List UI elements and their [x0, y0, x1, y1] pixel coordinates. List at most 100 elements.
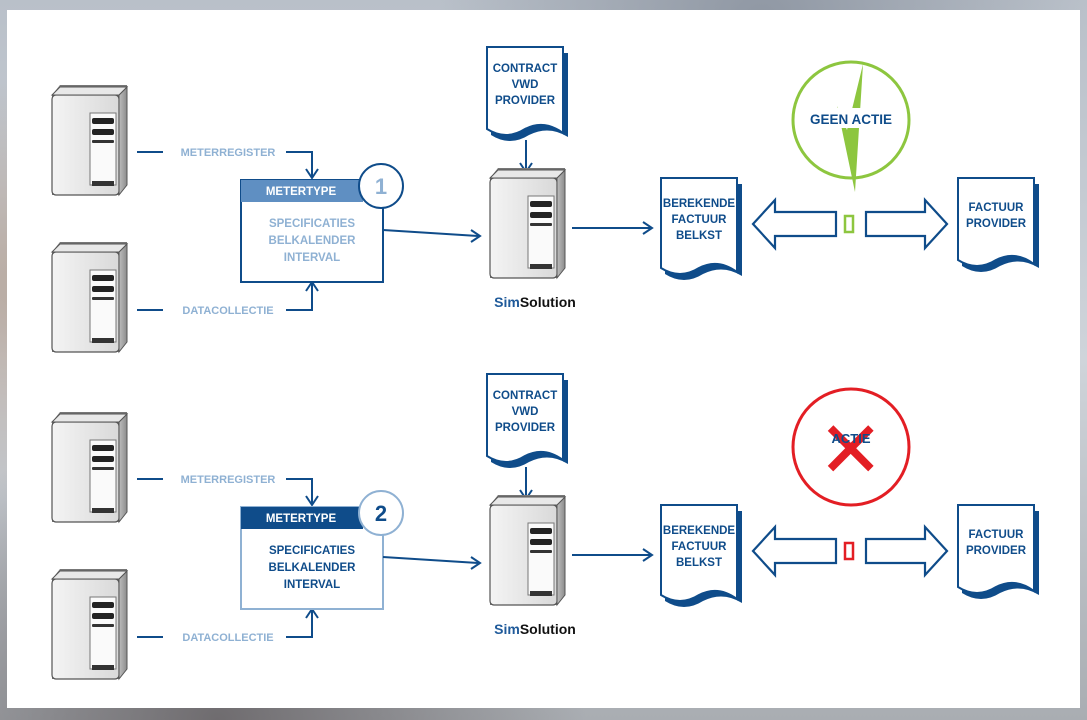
arrowhead: [470, 229, 482, 243]
status-text: GEEN ACTIE: [810, 112, 892, 127]
step-badge: [358, 163, 404, 209]
provider-invoice-document: FACTUUR PROVIDER: [957, 504, 1039, 599]
arrowhead: [642, 548, 654, 562]
step-number: 2: [375, 501, 387, 526]
server-drive: [92, 275, 114, 281]
server-base: [92, 338, 114, 343]
simsolution-server: [488, 168, 567, 280]
input-server-datacollectie: [50, 569, 129, 681]
server-base: [530, 591, 552, 596]
metertype-header: [241, 180, 363, 202]
server-panel: [89, 269, 117, 343]
document-page: [957, 177, 1035, 267]
document-text: FACTUUR: [969, 202, 1025, 214]
document-text: VWD: [512, 406, 539, 418]
status-indicator: [843, 541, 855, 561]
server-drive: [92, 129, 114, 135]
document-text: PROVIDER: [966, 545, 1027, 557]
meterregister-label: METERREGISTER: [181, 474, 276, 486]
datacollectie-label: DATACOLLECTIE: [182, 305, 273, 317]
arrowhead: [305, 495, 319, 507]
document-text: FACTUUR: [672, 214, 728, 226]
document-page: [486, 46, 564, 136]
status-text-bg: [799, 108, 903, 128]
left-compare-arrow: [751, 197, 838, 251]
document-text: FACTUUR: [969, 529, 1025, 541]
metertype-header-text: METERTYPE: [266, 186, 337, 198]
server-drive: [92, 118, 114, 124]
server-top: [488, 169, 567, 179]
status-circle: [791, 387, 911, 507]
server-drive: [92, 602, 114, 608]
connector-line: [286, 282, 313, 311]
server-slot: [92, 140, 114, 143]
metertype-line: INTERVAL: [284, 252, 340, 264]
server-base: [92, 181, 114, 186]
contract-document: CONTRACT VWD PROVIDER: [486, 46, 568, 141]
connector-line: [382, 229, 479, 237]
server-slot: [92, 624, 114, 627]
simsolution-label: SimSolution: [494, 621, 576, 637]
server-side: [556, 495, 566, 607]
metertype-line: INTERVAL: [284, 579, 340, 591]
server-drive: [92, 286, 114, 292]
datacollectie-label: DATACOLLECTIE: [182, 632, 273, 644]
right-compare-arrow: [864, 524, 949, 578]
document-page: [660, 504, 738, 602]
connector-line: [286, 609, 313, 638]
server-drive: [92, 445, 114, 451]
document-page: [957, 504, 1035, 594]
server-drive: [530, 201, 552, 207]
server-drive: [92, 456, 114, 462]
document-page: [660, 177, 738, 275]
document-text: CONTRACT: [493, 63, 558, 75]
simsolution-server: [488, 495, 567, 607]
server-drive: [530, 528, 552, 534]
server-panel: [89, 596, 117, 670]
flow-row-2: METERREGISTERDATACOLLECTIEMETERTYPESPECI…: [50, 373, 1039, 681]
right-compare-arrow: [864, 197, 949, 251]
arrowhead: [305, 168, 319, 180]
server-top: [50, 570, 129, 580]
server-slot: [530, 550, 552, 553]
document-text: BELKST: [676, 557, 722, 569]
simsolution-label: SimSolution: [494, 294, 576, 310]
server-panel: [89, 439, 117, 513]
server-drive: [92, 613, 114, 619]
document-text: BEREKENDE: [663, 198, 736, 210]
server-side: [118, 242, 128, 354]
server-side: [118, 412, 128, 524]
input-server-datacollectie: [50, 242, 129, 354]
brand-suffix: Solution: [520, 621, 576, 637]
connector-line: [382, 556, 479, 564]
server-top: [50, 86, 129, 96]
contract-document: CONTRACT VWD PROVIDER: [486, 373, 568, 468]
brand-prefix: Sim: [494, 294, 520, 310]
metertype-line: BELKALENDER: [269, 562, 357, 574]
server-base: [530, 264, 552, 269]
document-text: FACTUUR: [672, 541, 728, 553]
server-drive: [530, 539, 552, 545]
document-text: BELKST: [676, 230, 722, 242]
document-text: PROVIDER: [495, 95, 556, 107]
metertype-header: [241, 507, 363, 529]
cross-icon: ×: [820, 387, 883, 509]
document-text: PROVIDER: [495, 422, 556, 434]
document-page: [486, 373, 564, 463]
document-text: VWD: [512, 79, 539, 91]
server-slot: [530, 223, 552, 226]
arrowhead: [470, 556, 482, 570]
calculated-invoice-document: BEREKENDE FACTUUR BELKST: [660, 177, 742, 280]
server-side: [556, 168, 566, 280]
server-base: [92, 508, 114, 513]
server-slot: [92, 467, 114, 470]
server-top: [488, 496, 567, 506]
flow-row-1: METERREGISTERDATACOLLECTIEMETERTYPESPECI…: [50, 46, 1039, 354]
document-text: BEREKENDE: [663, 525, 736, 537]
metertype-line: SPECIFICATIES: [269, 545, 355, 557]
metertype-line: SPECIFICATIES: [269, 218, 355, 230]
server-base: [92, 665, 114, 670]
document-text: CONTRACT: [493, 390, 558, 402]
